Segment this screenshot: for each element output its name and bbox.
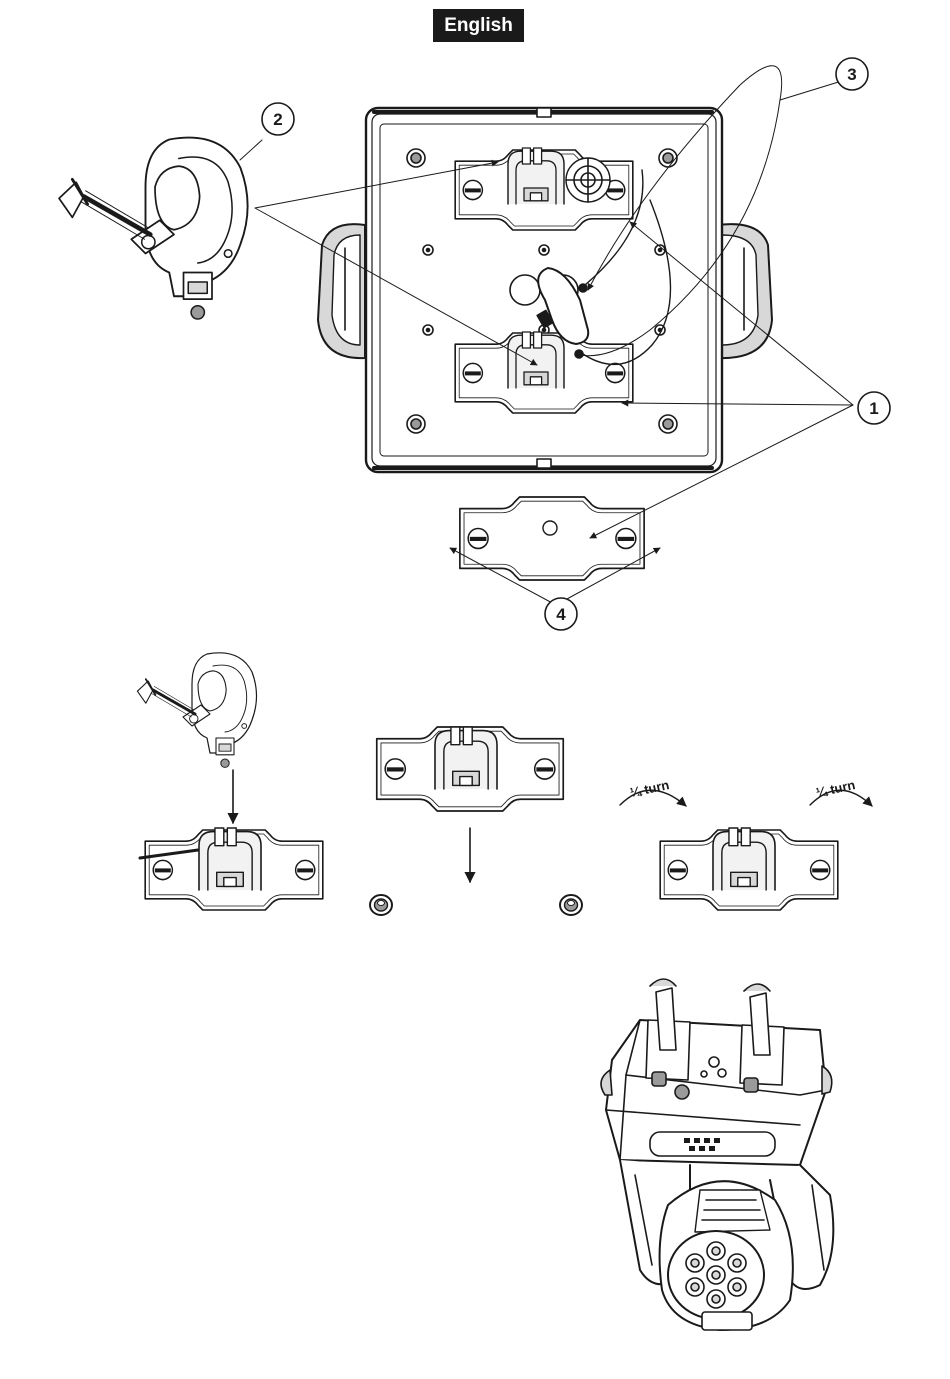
quick-lock-fastener-icon [560, 895, 582, 915]
step-1-attach-clamp [137, 653, 322, 910]
fixture-base-plate [318, 108, 772, 472]
rotate-arrow-icon: ¼ turn [620, 777, 686, 806]
omega-bracket-icon [460, 497, 644, 580]
right-handle [718, 224, 772, 358]
clamp-lower-mounted [508, 332, 564, 388]
quick-lock-fastener-icon [370, 895, 392, 915]
step-2-insert-fasteners [370, 727, 582, 915]
clamp-icon [137, 653, 256, 768]
left-handle [318, 224, 365, 358]
svg-text:¼ turn: ¼ turn [629, 777, 671, 800]
svg-text:¼ turn: ¼ turn [815, 777, 857, 800]
callout-1: 1 [858, 392, 890, 424]
clamp-mounted [199, 828, 261, 890]
callout-2: 2 [262, 103, 294, 135]
step-3-quarter-turn: ¼ turn ¼ turn [620, 777, 872, 910]
grille [566, 158, 610, 202]
clamp-icon [59, 138, 248, 319]
clamp-upper-mounted [508, 148, 564, 204]
svg-text:2: 2 [273, 110, 282, 129]
rotate-arrow-icon: ¼ turn [810, 777, 872, 806]
callout-3: 3 [836, 58, 868, 90]
svg-text:4: 4 [556, 605, 566, 624]
clamp-mounted [713, 828, 775, 890]
svg-text:3: 3 [847, 65, 856, 84]
callout-4: 4 [545, 598, 577, 630]
moving-head-fixture-icon [601, 979, 833, 1330]
svg-text:1: 1 [869, 399, 878, 418]
clamp-mounted [435, 727, 497, 789]
